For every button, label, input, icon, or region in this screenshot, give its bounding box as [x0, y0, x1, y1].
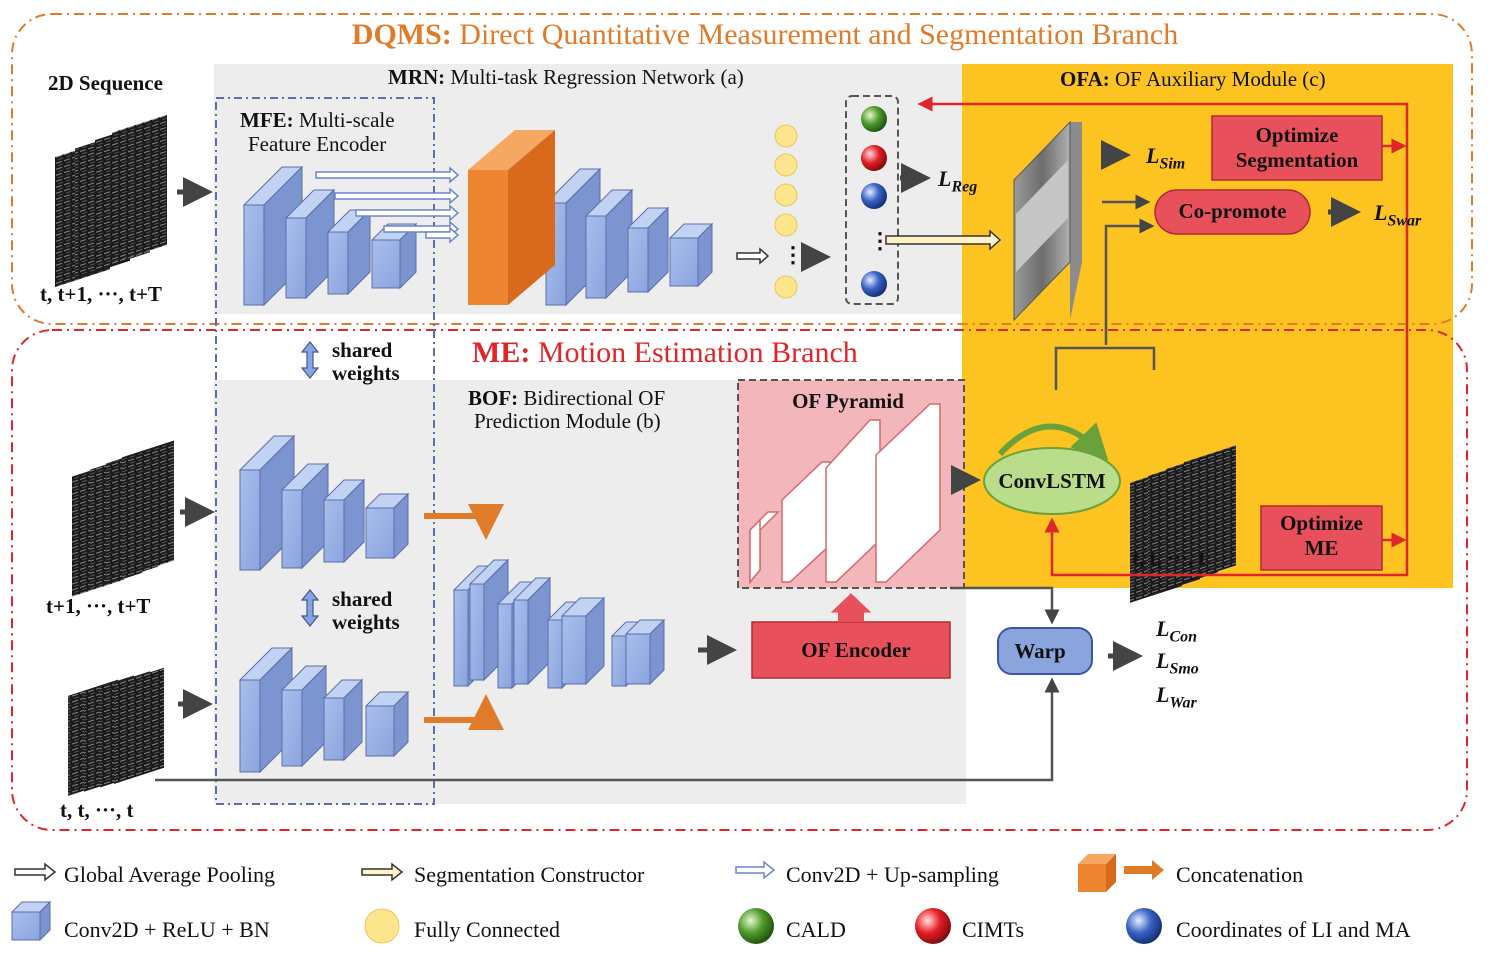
sequence-mid — [72, 440, 174, 597]
encoder-cubes — [238, 165, 714, 774]
bof-dec-2b — [512, 576, 552, 686]
me-enc-top-2 — [280, 462, 330, 570]
of-pyramid-label: OF Pyramid — [792, 389, 904, 413]
orange-cube-icon — [1078, 864, 1106, 892]
legend-upsampling: Conv2D + Up-sampling — [786, 862, 999, 887]
warp-box — [997, 627, 1093, 675]
legend-concat: Concatenation — [1176, 862, 1304, 887]
me-title: ME: Motion Estimation Branch — [472, 336, 858, 369]
output-box — [845, 95, 899, 305]
sequence-right-caption: t, t, ···, t — [1132, 546, 1206, 570]
legend-cimts: CIMTs — [962, 917, 1025, 942]
mrn-dec-3 — [626, 206, 670, 294]
legend-fc: Fully Connected — [414, 917, 561, 942]
loss-smo: LSmo — [1156, 648, 1199, 678]
me-enc-top-3 — [322, 478, 366, 564]
seg-panel — [1013, 120, 1082, 322]
legend-cald: CALD — [786, 917, 846, 942]
dqms-border — [11, 13, 1473, 325]
sequence-bottom — [68, 667, 164, 796]
warp-label: Warp — [1014, 639, 1066, 663]
mrn-dec-1 — [544, 167, 602, 307]
sequence-title: 2D Sequence — [48, 71, 163, 95]
mfe-label-2: Feature Encoder — [248, 132, 387, 156]
shared-weights-2b: weights — [332, 610, 400, 634]
legend-icons — [10, 854, 1164, 944]
mfe-border — [215, 97, 435, 805]
sequence-mid-caption: t+1, ···, t+T — [46, 594, 151, 618]
legend-gap: Global Average Pooling — [64, 862, 275, 887]
sequence-top-caption: t, t+1, ···, t+T — [40, 282, 162, 306]
mrn-label: MRN: Multi-task Regression Network (a) — [388, 65, 744, 89]
me-enc-bot-2 — [280, 664, 328, 768]
seg-constructor-arrow — [885, 229, 1002, 251]
svg-text:⋮: ⋮ — [782, 242, 804, 267]
gap-arrow — [736, 247, 770, 265]
copromote-label: Co-promote — [1178, 199, 1287, 223]
optimize-me-line1: Optimize — [1280, 511, 1363, 535]
loss-swar: LSwar — [1374, 200, 1422, 230]
sequence-top — [55, 114, 167, 288]
yellow-arrow-icon — [361, 862, 404, 882]
me-enc-top-4 — [364, 492, 410, 560]
loss-sim: LSim — [1146, 143, 1186, 173]
of-pyramid-frames — [749, 403, 941, 585]
green-sphere-icon — [738, 908, 774, 944]
sequence-right — [1130, 445, 1236, 603]
convlstm-box — [983, 447, 1121, 515]
loss-con: LCon — [1156, 616, 1198, 646]
optimize-seg-line1: Optimize — [1255, 123, 1339, 147]
convlstm-label: ConvLSTM — [998, 469, 1106, 493]
me-border — [11, 329, 1468, 831]
blue-sphere-icon — [1126, 908, 1162, 944]
shared-weights-arrows — [300, 341, 320, 627]
blue-arrow-icon — [735, 860, 776, 880]
fc-nodes — [774, 124, 798, 299]
shared-weights-1a: shared — [332, 338, 393, 362]
mfe-label-1: MFE: Multi-scale — [240, 108, 395, 132]
shared-weights-2a: shared — [332, 587, 393, 611]
legend-seg-constructor: Segmentation Constructor — [414, 862, 645, 887]
legend-conv: Conv2D + ReLU + BN — [64, 917, 270, 942]
me-enc-bot-3 — [322, 678, 364, 762]
loss-war: LWar — [1156, 682, 1197, 712]
svg-text:⋮: ⋮ — [869, 228, 891, 253]
optimize-seg-line2: Segmentation — [1235, 148, 1359, 172]
mrn-dec-4 — [668, 222, 714, 288]
loss-reg: LReg — [938, 166, 978, 196]
red-sphere-icon — [915, 908, 951, 944]
dqms-title: DQMS: Direct Quantitative Measurement an… — [351, 18, 1179, 51]
optimize-seg-box — [1211, 115, 1383, 181]
bof-label-1: BOF: Bidirectional OF — [468, 386, 666, 410]
legend-coords: Coordinates of LI and MA — [1176, 917, 1411, 942]
optimize-me-box — [1260, 505, 1383, 571]
bof-dec-4b — [624, 618, 666, 686]
optimize-me-line2: ME — [1304, 536, 1339, 560]
mrn-enc-2 — [284, 188, 336, 300]
mrn-enc-4 — [370, 222, 418, 290]
sequence-bottom-caption: t, t, ···, t — [60, 798, 134, 822]
hollow-arrow-icon — [14, 862, 57, 882]
shared-weights-1b: weights — [332, 361, 400, 385]
concat-block — [468, 130, 555, 305]
ofa-label: OFA: OF Auxiliary Module (c) — [1060, 67, 1326, 91]
bof-label-2: Prediction Module (b) — [474, 409, 661, 433]
blue-cube-icon — [11, 911, 41, 941]
me-enc-bot-4 — [364, 690, 410, 758]
upsample-arrows — [315, 166, 460, 244]
yellow-circle-icon — [364, 908, 400, 944]
of-encoder-label: OF Encoder — [801, 638, 911, 662]
bof-dec-3b — [560, 596, 606, 686]
copromote-box — [1154, 189, 1311, 235]
